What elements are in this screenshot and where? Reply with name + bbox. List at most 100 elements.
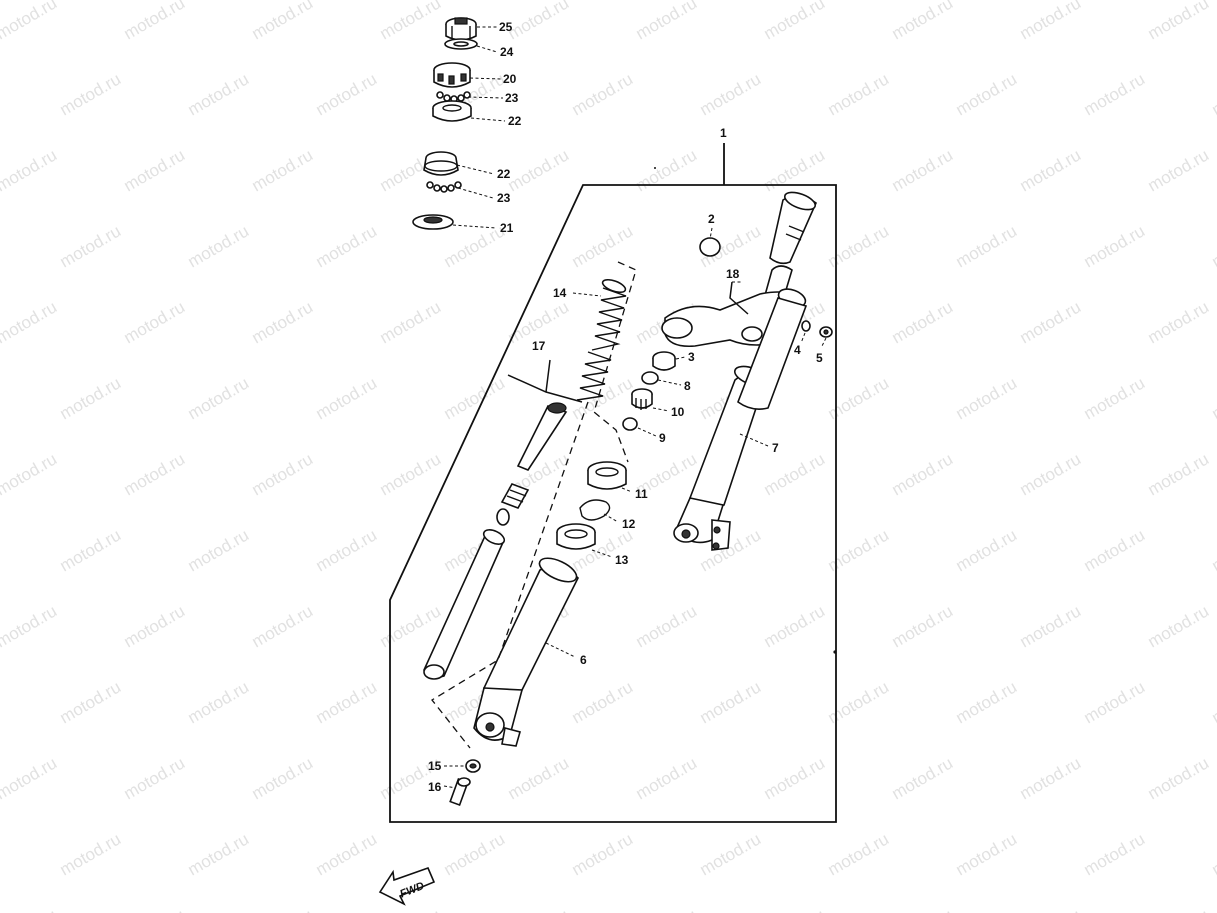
watermark-text: motod.ru bbox=[1081, 677, 1149, 727]
damper-rod-part-17[interactable] bbox=[496, 402, 568, 526]
watermark-text: motod.ru bbox=[1145, 0, 1213, 43]
watermark-text: motod.ru bbox=[1145, 753, 1213, 803]
watermark-text: motod.ru bbox=[313, 829, 381, 879]
washer-part-24[interactable] bbox=[444, 38, 478, 50]
watermark-text: motod.ru bbox=[249, 297, 317, 347]
callout-7: 7 bbox=[772, 441, 779, 455]
watermark-text: motod.ru bbox=[0, 905, 60, 913]
watermark-text: motod.ru bbox=[1209, 373, 1217, 423]
callout-labels: 25 24 20 23 22 22 23 21 1 2 18 14 17 3 4… bbox=[428, 20, 823, 794]
under-bracket-part-18[interactable] bbox=[661, 189, 817, 410]
bolt-part-4[interactable] bbox=[801, 320, 811, 332]
o-ring-part-8[interactable] bbox=[641, 371, 659, 385]
watermark-text: motod.ru bbox=[505, 145, 573, 195]
callout-23a: 23 bbox=[505, 91, 519, 105]
watermark-text: motod.ru bbox=[761, 145, 829, 195]
watermark-text: motod.ru bbox=[1017, 601, 1085, 651]
watermark-text: motod.ru bbox=[1017, 449, 1085, 499]
watermark-text: motod.ru bbox=[0, 297, 60, 347]
watermark-text: motod.ru bbox=[57, 69, 125, 119]
assembly-frame bbox=[389, 143, 837, 823]
fwd-arrow-icon: FWD bbox=[378, 866, 436, 906]
watermark-text: motod.ru bbox=[761, 601, 829, 651]
steel-balls-part-23-lower[interactable] bbox=[426, 181, 462, 193]
inner-tube[interactable] bbox=[423, 527, 507, 680]
watermark-text: motod.ru bbox=[505, 0, 573, 43]
scan-specks bbox=[654, 167, 837, 654]
watermark-text: motod.ru bbox=[1209, 69, 1217, 119]
watermark-text: motod.ru bbox=[57, 677, 125, 727]
watermark-text: motod.ru bbox=[1017, 0, 1085, 43]
grouping-lines bbox=[431, 261, 749, 749]
nut-part-5[interactable] bbox=[819, 326, 833, 338]
watermark-text: motod.ru bbox=[1209, 525, 1217, 575]
watermark-text: motod.ru bbox=[185, 69, 253, 119]
bolt-part-16[interactable] bbox=[449, 777, 471, 807]
watermark-text: motod.ru bbox=[121, 145, 189, 195]
callout-8: 8 bbox=[684, 379, 691, 393]
watermark-text: motod.ru bbox=[889, 905, 957, 913]
ball-race-part-22-lower[interactable] bbox=[423, 151, 459, 176]
watermark-text: motod.ru bbox=[1017, 753, 1085, 803]
callout-16: 16 bbox=[428, 780, 442, 794]
watermark-text: motod.ru bbox=[825, 373, 893, 423]
watermark-text: motod.ru bbox=[377, 0, 445, 43]
watermark-text: motod.ru bbox=[249, 753, 317, 803]
plug-part-10[interactable] bbox=[631, 388, 653, 410]
callout-3: 3 bbox=[688, 350, 695, 364]
watermark-text: motod.ru bbox=[249, 905, 317, 913]
watermark-text: motod.ru bbox=[825, 677, 893, 727]
watermark-text: motod.ru bbox=[1145, 905, 1213, 913]
watermark-text: motod.ru bbox=[1081, 221, 1149, 271]
callout-1: 1 bbox=[720, 126, 727, 140]
watermark-text: motod.ru bbox=[953, 221, 1021, 271]
watermark-text: motod.ru bbox=[121, 0, 189, 43]
dust-seal-part-21[interactable] bbox=[412, 214, 454, 230]
o-ring-part-9[interactable] bbox=[622, 417, 638, 431]
ball-race-part-22-upper[interactable] bbox=[432, 100, 472, 122]
watermark-text: motod.ru bbox=[377, 297, 445, 347]
watermark-text: motod.ru bbox=[313, 677, 381, 727]
callout-17: 17 bbox=[532, 339, 546, 353]
circlip-part-12[interactable] bbox=[579, 499, 611, 521]
fork-spring-part-14[interactable] bbox=[576, 277, 627, 401]
watermark-text: motod.ru bbox=[1017, 905, 1085, 913]
o-ring-part-2[interactable] bbox=[699, 237, 721, 257]
watermark-text: motod.ru bbox=[441, 221, 509, 271]
seal-spacer-part-13[interactable] bbox=[556, 523, 596, 550]
watermark-text: motod.ru bbox=[57, 829, 125, 879]
watermark-text: motod.ru bbox=[1081, 829, 1149, 879]
watermark-text: motod.ru bbox=[825, 525, 893, 575]
outer-tube-part-6[interactable] bbox=[473, 553, 580, 747]
callout-24: 24 bbox=[500, 45, 514, 59]
cap-part-3[interactable] bbox=[652, 351, 676, 371]
callout-5: 5 bbox=[816, 351, 823, 365]
oil-seal-part-11[interactable] bbox=[587, 461, 627, 490]
callout-10: 10 bbox=[671, 405, 685, 419]
ball-race-part-20[interactable] bbox=[433, 62, 471, 88]
watermark-text: motod.ru bbox=[825, 829, 893, 879]
watermark-text: motod.ru bbox=[569, 69, 637, 119]
watermark-text: motod.ru bbox=[121, 449, 189, 499]
watermark-text: motod.ru bbox=[761, 0, 829, 43]
watermark-text: motod.ru bbox=[761, 753, 829, 803]
watermark-text: motod.ru bbox=[569, 829, 637, 879]
watermark-text: motod.ru bbox=[1145, 601, 1213, 651]
callout-20: 20 bbox=[503, 72, 517, 86]
watermark-text: motod.ru bbox=[633, 0, 701, 43]
watermark-text: motod.ru bbox=[953, 677, 1021, 727]
watermark-text: motod.ru bbox=[313, 525, 381, 575]
watermark-text: motod.ru bbox=[1209, 829, 1217, 879]
watermark-text: motod.ru bbox=[121, 297, 189, 347]
callout-25a: 25 bbox=[499, 20, 513, 34]
watermark-text: motod.ru bbox=[1081, 373, 1149, 423]
watermark-text: motod.ru bbox=[697, 829, 765, 879]
watermark-text: motod.ru bbox=[57, 525, 125, 575]
watermark-text: motod.ru bbox=[1145, 449, 1213, 499]
watermark-text: motod.ru bbox=[1209, 677, 1217, 727]
watermark-text: motod.ru bbox=[0, 601, 60, 651]
ring-nut-part-25[interactable] bbox=[445, 17, 477, 41]
watermark-text: motod.ru bbox=[249, 449, 317, 499]
washer-part-15[interactable] bbox=[465, 759, 481, 773]
